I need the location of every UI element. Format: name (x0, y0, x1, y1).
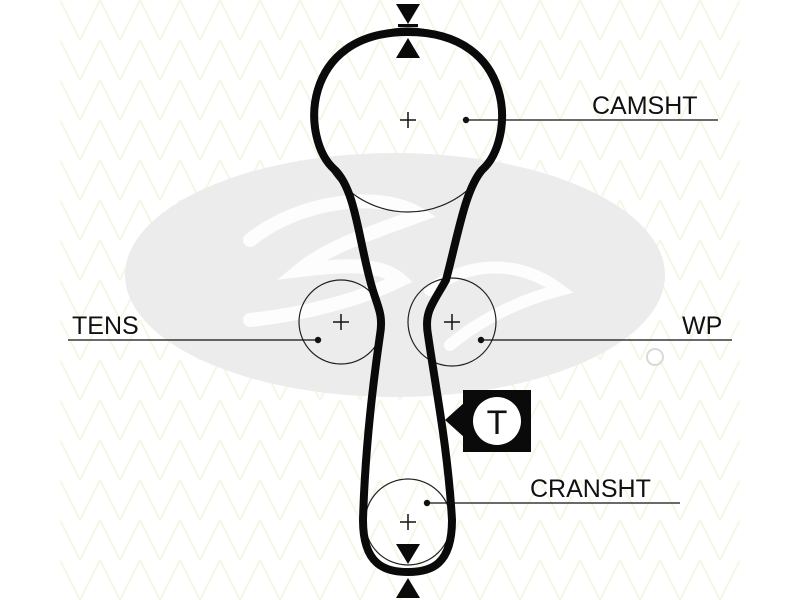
water-pump-pulley (407, 277, 497, 367)
crankshaft-timing-mark (396, 544, 420, 598)
pulley-center-marks (333, 112, 460, 530)
tensioner-badge: T (445, 390, 531, 452)
water-pump-label: WP (682, 312, 722, 340)
leader-dots (314, 116, 485, 507)
camshaft-label: CAMSHT (592, 92, 698, 120)
crankshaft-label: CRANSHT (530, 475, 651, 503)
tensioner-badge-letter: T (487, 404, 508, 442)
leader-lines (68, 119, 732, 504)
camshaft-timing-mark (396, 4, 420, 58)
tensioner-label: TENS (72, 312, 139, 340)
brand-logo-watermark (125, 153, 665, 397)
